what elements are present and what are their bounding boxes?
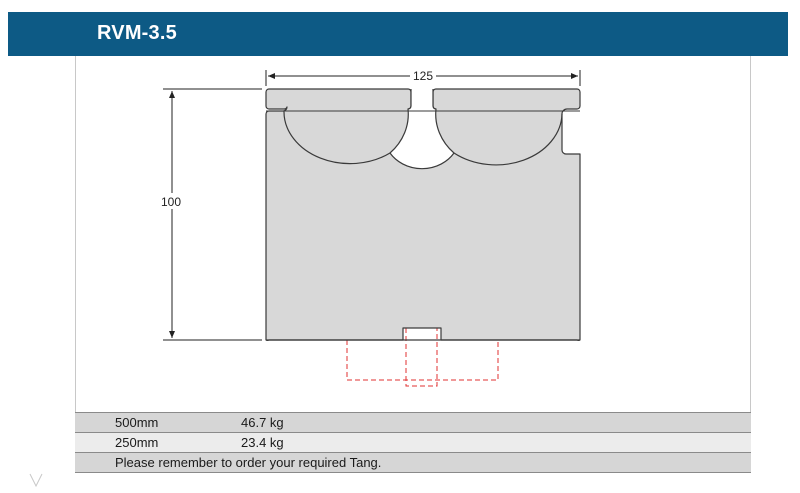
tang-outline: [346, 328, 499, 387]
height-dimension: 100: [158, 88, 262, 341]
right-groove: [453, 113, 563, 166]
table-row: 250mm 23.4 kg: [75, 432, 751, 453]
row-weight: 23.4 kg: [241, 432, 751, 453]
left-groove: [283, 110, 391, 165]
tang-note: Please remember to order your required T…: [75, 452, 751, 473]
height-dimension-label: 100: [161, 195, 181, 209]
technical-drawing: 125 100: [158, 67, 581, 387]
page-title: RVM-3.5: [97, 22, 177, 44]
die-body: [265, 88, 581, 341]
width-dimension: 125: [265, 67, 581, 86]
spec-table: 500mm 46.7 kg 250mm 23.4 kg Please remem…: [75, 412, 751, 473]
table-row: Please remember to order your required T…: [75, 452, 751, 473]
top-gap: [411, 88, 433, 110]
row-weight: 46.7 kg: [241, 412, 751, 433]
row-length: 500mm: [75, 412, 241, 433]
header-notch-icon: [62, 0, 88, 12]
chevron-down-icon: [29, 473, 43, 488]
width-dimension-label: 125: [413, 69, 433, 83]
row-length: 250mm: [75, 432, 241, 453]
header-bar: [8, 12, 788, 56]
table-row: 500mm 46.7 kg: [75, 412, 751, 433]
